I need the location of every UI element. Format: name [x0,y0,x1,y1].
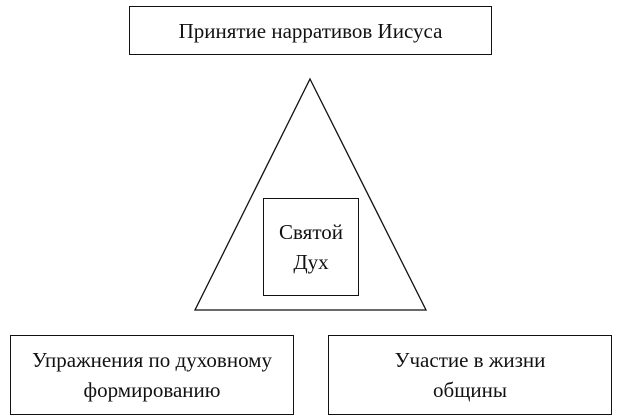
right-node-label: Участие в жизни общины [394,348,546,402]
top-node-box: Принятие нарративов Иисуса [129,6,492,55]
center-node-label: Святой Дух [279,220,343,274]
triangle-shape [193,77,428,311]
right-node-box: Участие в жизни общины [328,335,612,415]
center-node-box: Святой Дух [263,198,359,296]
top-node-label: Принятие нарративов Иисуса [178,18,443,43]
left-node-box: Упражнения по духовному формированию [10,335,294,415]
left-node-label: Упражнения по духовному формированию [32,348,272,402]
